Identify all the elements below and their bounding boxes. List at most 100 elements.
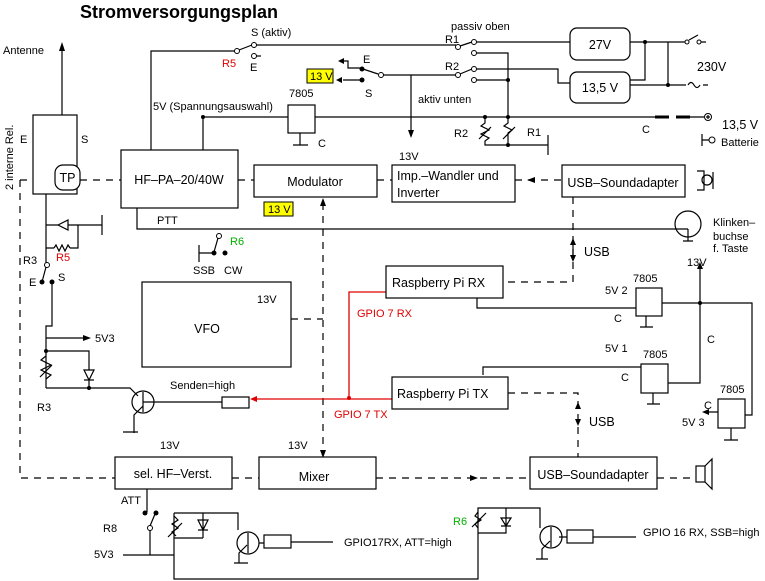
- tp-label: TP: [60, 171, 76, 185]
- label-senden-high: Senden=high: [170, 380, 235, 392]
- regulator-5v2: [635, 287, 663, 317]
- 13v-tag-switch-label: 13 V: [310, 71, 333, 83]
- sel-hf-verst-block: [114, 456, 233, 490]
- label-5v1: 5V 1: [605, 343, 628, 355]
- label-5v3-left: 5V3: [95, 333, 115, 345]
- label-13v-mixer: 13V: [288, 440, 308, 452]
- sel-hf-verst-label: sel. HF–Verst.: [134, 467, 213, 481]
- label-5v3-bottom: 5V3: [94, 549, 114, 561]
- label-ptt: PTT: [157, 215, 178, 227]
- label-batterie: Batterie: [721, 137, 759, 149]
- label-c-5v3: C: [704, 400, 712, 412]
- label-r1-switch: R1: [445, 34, 459, 46]
- label-r2-resistor: R2: [454, 128, 468, 140]
- label-5v3: 5V 3: [682, 417, 705, 429]
- label-13v-vfo: 13V: [257, 294, 277, 306]
- label-s-r3: S: [58, 272, 65, 284]
- 13v-tag-switch: [306, 68, 334, 84]
- usb-soundadapter-top: [561, 164, 686, 198]
- headphone-jack-icon: [674, 210, 702, 238]
- label-passiv-oben: passiv oben: [451, 21, 510, 33]
- vfo-label: VFO: [194, 322, 220, 336]
- psu-27v-label: 27V: [589, 38, 612, 52]
- label-interne-rel: 2 interne Rel.: [4, 125, 16, 190]
- label-r5-left: R5: [56, 252, 70, 264]
- label-gpio7-tx: GPIO 7 TX: [334, 409, 388, 421]
- label-klinken-2: buchse: [713, 231, 748, 243]
- diagram-title: Stromversorgungsplan: [80, 2, 278, 22]
- label-r3-top: R3: [23, 255, 37, 267]
- label-s-13v: S: [365, 88, 372, 100]
- label-r1-resistor: R1: [527, 127, 541, 139]
- label-e-13v: E: [363, 54, 370, 66]
- mixer-block: [258, 456, 377, 490]
- 13v-tag-modulator-label: 13 V: [268, 204, 291, 216]
- speaker-icon: [695, 457, 713, 491]
- tp-box: [54, 164, 81, 191]
- label-r5-top: R5: [222, 58, 236, 70]
- raspberry-pi-tx-block: [391, 376, 509, 410]
- microphone-icon: [697, 170, 714, 191]
- label-13v5-battery: 13,5 V: [722, 118, 759, 132]
- imp-wandler-label-2: Inverter: [397, 186, 439, 200]
- label-usb-bottom: USB: [589, 415, 615, 429]
- label-r6-top: R6: [230, 236, 244, 248]
- hf-pa-label: HF–PA–20/40W: [134, 173, 224, 187]
- regulator-5v2-label: 7805: [633, 273, 657, 285]
- label-13v-sel: 13V: [160, 440, 180, 452]
- label-klinken-3: f. Taste: [713, 243, 748, 255]
- label-c-5v2: C: [614, 313, 622, 325]
- psu-13v5-block: [569, 71, 631, 104]
- label-5v2: 5V 2: [605, 285, 628, 297]
- label-cw: CW: [224, 265, 243, 277]
- label-c-battery: C: [642, 124, 650, 136]
- modulator-block: [253, 164, 378, 198]
- label-ssb: SSB: [193, 265, 215, 277]
- label-gpio7-rx: GPIO 7 RX: [357, 308, 413, 320]
- label-r2-switch: R2: [445, 61, 459, 73]
- label-r6-bottom: R6: [453, 516, 467, 528]
- imp-wandler-block: [391, 164, 516, 203]
- label-e-r5: E: [250, 62, 257, 74]
- label-r3-bottom: R3: [37, 402, 51, 414]
- regulator-5v3-label: 7805: [720, 384, 744, 396]
- wiring: [19, 34, 753, 580]
- label-gpio17: GPIO17RX, ATT=high: [344, 537, 452, 549]
- regulator-5v3: [717, 398, 746, 429]
- psu-13v5-label: 13,5 V: [582, 81, 619, 95]
- labels: Antenne S (aktiv) R5 E E S 5V (Spannungs…: [3, 21, 759, 561]
- label-c-5v1: C: [621, 372, 629, 384]
- hf-pa-block: [120, 149, 239, 209]
- label-c-top: C: [318, 138, 326, 150]
- 13v-tag-modulator: [263, 201, 294, 217]
- modulator-label: Modulator: [287, 175, 343, 189]
- psu-27v-block: [569, 27, 631, 61]
- mixer-label: Mixer: [299, 470, 330, 484]
- label-13v-right: 13V: [687, 257, 707, 269]
- label-gpio16: GPIO 16 RX, SSB=high: [643, 527, 759, 539]
- label-antenne: Antenne: [3, 45, 44, 57]
- regulator-5v1: [640, 363, 669, 394]
- raspberry-pi-rx-block: [385, 265, 504, 299]
- raspberry-pi-tx-label: Raspberry Pi TX: [397, 387, 489, 401]
- imp-wandler-label-1: Imp.–Wandler und: [397, 169, 499, 183]
- label-5v-spannungsauswahl: 5V (Spannungsauswahl): [153, 101, 273, 113]
- regulator-top-label: 7805: [289, 88, 313, 100]
- label-e-ant: E: [20, 134, 27, 146]
- usb-soundadapter-bottom-label: USB–Soundadapter: [537, 468, 648, 482]
- label-s-aktiv: S (aktiv): [251, 27, 291, 39]
- label-s-ant: S: [81, 134, 88, 146]
- vfo-block: [141, 281, 292, 368]
- label-e-r3: E: [29, 277, 36, 289]
- label-r8: R8: [103, 523, 117, 535]
- label-aktiv-unten: aktiv unten: [418, 94, 471, 106]
- usb-soundadapter-top-label: USB–Soundadapter: [567, 176, 678, 190]
- label-c-right: C: [707, 334, 715, 346]
- label-230v: 230V: [697, 60, 727, 74]
- label-att: ATT: [121, 495, 141, 507]
- raspberry-pi-rx-label: Raspberry Pi RX: [392, 276, 486, 290]
- regulator-5v1-label: 7805: [643, 349, 667, 361]
- label-usb-top: USB: [584, 245, 610, 259]
- label-klinken-1: Klinken–: [713, 217, 756, 229]
